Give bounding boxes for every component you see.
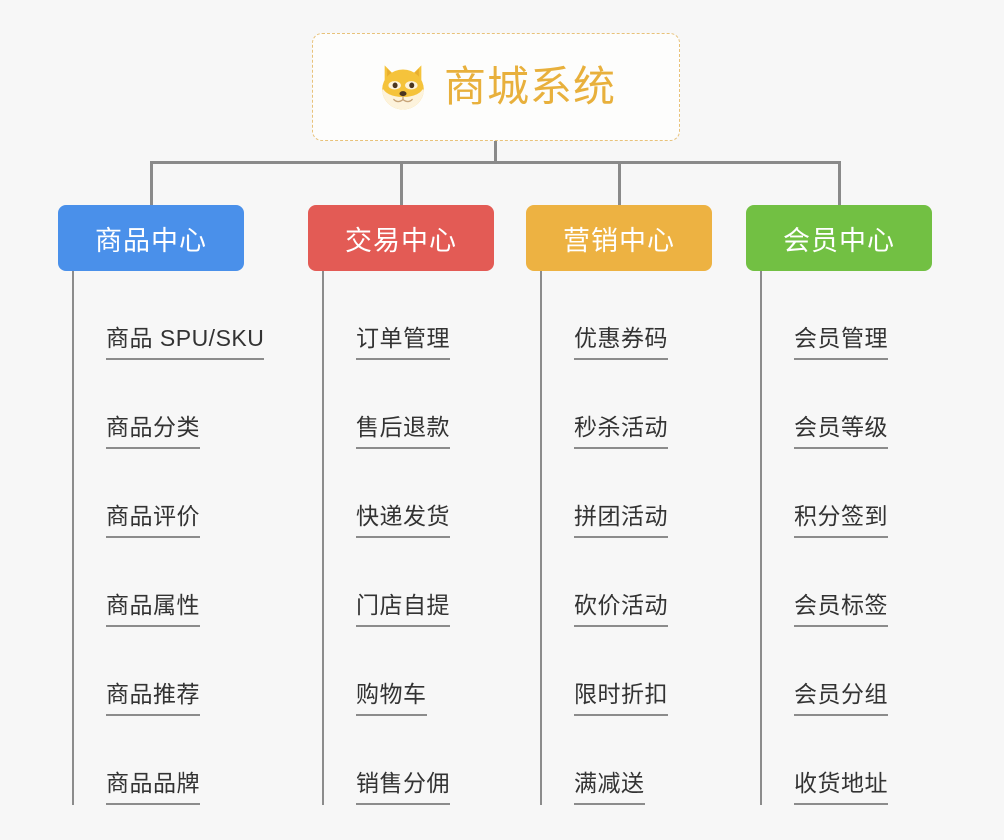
branch-header-1[interactable]: 商品中心 [58, 205, 244, 271]
list-item[interactable]: 会员等级 [762, 360, 932, 449]
leaf-label: 砍价活动 [574, 586, 668, 627]
branch-product-center: 商品中心 商品 SPU/SKU 商品分类 商品评价 商品属性 商品推荐 商品品牌 [58, 205, 265, 805]
list-item[interactable]: 积分签到 [762, 449, 932, 538]
list-item[interactable]: 商品品牌 [74, 716, 244, 805]
leaf-label: 商品分类 [106, 408, 200, 449]
leaf-list-3: 优惠券码 秒杀活动 拼团活动 砍价活动 限时折扣 满减送 [540, 271, 712, 805]
list-item[interactable]: 砍价活动 [542, 538, 712, 627]
leaf-list-1: 商品 SPU/SKU 商品分类 商品评价 商品属性 商品推荐 商品品牌 [72, 271, 265, 805]
list-item[interactable]: 优惠券码 [542, 271, 712, 360]
branch-header-4[interactable]: 会员中心 [746, 205, 932, 271]
branch-header-3[interactable]: 营销中心 [526, 205, 712, 271]
list-item[interactable]: 收货地址 [762, 716, 932, 805]
leaf-label: 限时折扣 [574, 675, 668, 716]
leaf-label: 商品属性 [106, 586, 200, 627]
leaf-label: 门店自提 [356, 586, 450, 627]
leaf-label: 快递发货 [356, 497, 450, 538]
connector-drop-branch-3 [618, 161, 621, 205]
list-item[interactable]: 商品 SPU/SKU [74, 271, 265, 360]
list-item[interactable]: 会员管理 [762, 271, 932, 360]
leaf-label: 商品 SPU/SKU [106, 319, 265, 360]
leaf-label: 拼团活动 [574, 497, 668, 538]
leaf-list-2: 订单管理 售后退款 快递发货 门店自提 购物车 销售分佣 [322, 271, 494, 805]
branch-trade-center: 交易中心 订单管理 售后退款 快递发货 门店自提 购物车 销售分佣 [308, 205, 494, 805]
list-item[interactable]: 商品评价 [74, 449, 244, 538]
leaf-label: 会员标签 [794, 586, 888, 627]
branch-member-center: 会员中心 会员管理 会员等级 积分签到 会员标签 会员分组 收货地址 [746, 205, 932, 805]
root-node-mall-system[interactable]: 商城系统 [312, 33, 680, 141]
leaf-label: 会员等级 [794, 408, 888, 449]
leaf-list-4: 会员管理 会员等级 积分签到 会员标签 会员分组 收货地址 [760, 271, 932, 805]
leaf-label: 销售分佣 [356, 764, 450, 805]
connector-root-stem [494, 141, 497, 163]
leaf-label: 秒杀活动 [574, 408, 668, 449]
connector-drop-branch-2 [400, 161, 403, 205]
list-item[interactable]: 满减送 [542, 716, 712, 805]
list-item[interactable]: 会员分组 [762, 627, 932, 716]
list-item[interactable]: 快递发货 [324, 449, 494, 538]
leaf-label: 商品评价 [106, 497, 200, 538]
list-item[interactable]: 秒杀活动 [542, 360, 712, 449]
leaf-label: 商品推荐 [106, 675, 200, 716]
shiba-dog-face-icon [382, 65, 424, 110]
list-item[interactable]: 商品分类 [74, 360, 244, 449]
branch-marketing-center: 营销中心 优惠券码 秒杀活动 拼团活动 砍价活动 限时折扣 满减送 [526, 205, 712, 805]
list-item[interactable]: 订单管理 [324, 271, 494, 360]
leaf-label: 优惠券码 [574, 319, 668, 360]
leaf-label: 积分签到 [794, 497, 888, 538]
list-item[interactable]: 商品属性 [74, 538, 244, 627]
leaf-label: 订单管理 [356, 319, 450, 360]
leaf-label: 会员管理 [794, 319, 888, 360]
list-item[interactable]: 会员标签 [762, 538, 932, 627]
leaf-label: 收货地址 [794, 764, 888, 805]
branch-header-2[interactable]: 交易中心 [308, 205, 494, 271]
list-item[interactable]: 售后退款 [324, 360, 494, 449]
list-item[interactable]: 销售分佣 [324, 716, 494, 805]
connector-drop-branch-1 [150, 161, 153, 205]
leaf-label: 会员分组 [794, 675, 888, 716]
list-item[interactable]: 购物车 [324, 627, 494, 716]
leaf-label: 售后退款 [356, 408, 450, 449]
list-item[interactable]: 门店自提 [324, 538, 494, 627]
connector-horizontal-bus [150, 161, 840, 164]
connector-drop-branch-4 [838, 161, 841, 205]
leaf-label: 满减送 [574, 764, 645, 805]
root-title: 商城系统 [443, 63, 616, 110]
leaf-label: 购物车 [356, 675, 427, 716]
list-item[interactable]: 商品推荐 [74, 627, 244, 716]
list-item[interactable]: 拼团活动 [542, 449, 712, 538]
leaf-label: 商品品牌 [106, 764, 200, 805]
list-item[interactable]: 限时折扣 [542, 627, 712, 716]
